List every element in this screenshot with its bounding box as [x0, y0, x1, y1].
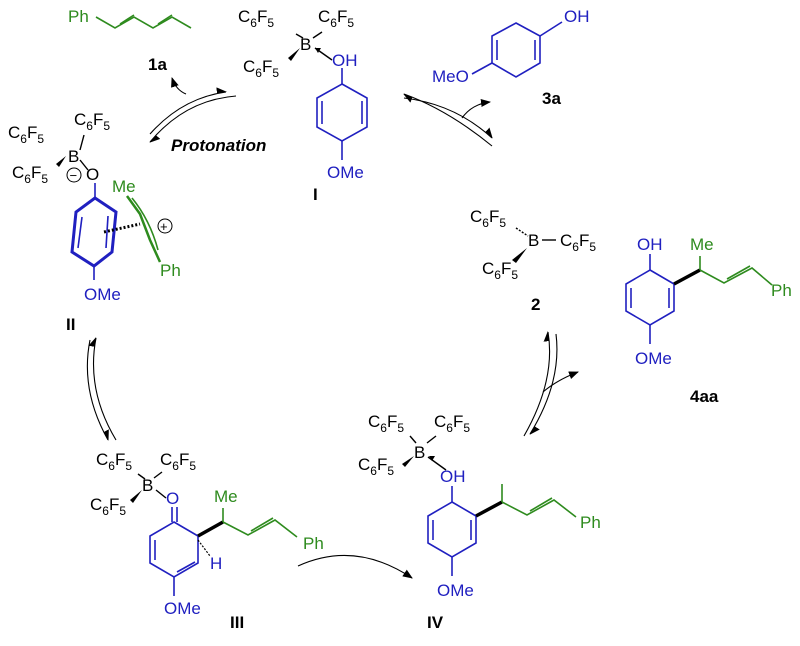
hydrogen-label: H: [210, 554, 222, 573]
boron-atom: B: [142, 476, 153, 495]
protonation-label: Protonation: [171, 136, 266, 155]
compound-label-II: II: [66, 315, 75, 334]
compound-label-IV: IV: [427, 613, 444, 632]
c6f5-group: C6F5: [482, 259, 518, 282]
oxygen-atom: O: [166, 489, 179, 508]
methoxy-label: OMe: [164, 599, 201, 618]
borane-2: C6F5 B C6F5 C6F5 2: [470, 207, 596, 314]
c6f5-group: C6F5: [74, 110, 110, 133]
c6f5-group: C6F5: [470, 207, 506, 230]
intermediate-II: C6F5 C6F5 B C6F5 − O OMe Me + Ph II: [8, 110, 181, 334]
phenyl-label: Ph: [303, 534, 324, 553]
intermediate-IV: C6F5 C6F5 B C6F5 OH OMe Ph IV: [358, 412, 601, 632]
c6f5-group: C6F5: [238, 7, 274, 30]
c6f5-group: C6F5: [243, 57, 279, 80]
compound-label-I: I: [313, 185, 318, 204]
boron-atom: B: [414, 443, 425, 462]
boron-atom: B: [68, 147, 79, 166]
compound-label-1a: 1a: [148, 55, 167, 74]
methoxy-label: OMe: [327, 163, 364, 182]
reaction-arrows: [86, 77, 579, 579]
phenyl-label: Ph: [771, 281, 792, 300]
plus-charge: +: [160, 219, 168, 234]
c6f5-group: C6F5: [160, 450, 196, 473]
methoxy-label: OMe: [635, 349, 672, 368]
hydroxyl-label: OH: [564, 7, 590, 26]
c6f5-group: C6F5: [90, 495, 126, 518]
intermediate-III: C6F5 C6F5 B C6F5 O OMe H Me Ph III: [90, 450, 324, 632]
boron-atom: B: [300, 35, 311, 54]
c6f5-group: C6F5: [96, 450, 132, 473]
intermediate-I: C6F5 C6F5 B C6F5 OH OMe I: [238, 7, 368, 204]
phenyl-label: Ph: [68, 7, 89, 26]
phenyl-label: Ph: [160, 261, 181, 280]
diene-1a: Ph 1a: [68, 7, 192, 74]
c6f5-group: C6F5: [434, 412, 470, 435]
c6f5-group: C6F5: [318, 7, 354, 30]
methyl-label: Me: [214, 487, 238, 506]
c6f5-group: C6F5: [560, 231, 596, 254]
compound-label-2: 2: [531, 295, 540, 314]
phenol-3a: OH MeO 3a: [432, 7, 590, 108]
hydroxyl-label: OH: [332, 51, 358, 70]
methyl-label: Me: [690, 235, 714, 254]
boron-atom: B: [528, 231, 539, 250]
methoxy-label: OMe: [84, 285, 121, 304]
oxygen-atom: O: [86, 165, 99, 184]
hydroxyl-label: OH: [440, 467, 466, 486]
c6f5-group: C6F5: [12, 163, 48, 186]
methyl-label: Me: [112, 177, 136, 196]
phenyl-label: Ph: [580, 513, 601, 532]
product-4aa: OH OMe Me Ph 4aa: [625, 235, 792, 406]
compound-label-3a: 3a: [542, 89, 561, 108]
compound-label-III: III: [230, 613, 244, 632]
compound-label-4aa: 4aa: [690, 387, 719, 406]
methoxy-label: MeO: [432, 67, 469, 86]
c6f5-group: C6F5: [358, 455, 394, 478]
c6f5-group: C6F5: [368, 412, 404, 435]
c6f5-group: C6F5: [8, 123, 44, 146]
methoxy-label: OMe: [437, 581, 474, 600]
minus-charge: −: [70, 168, 78, 183]
hydroxyl-label: OH: [637, 235, 663, 254]
